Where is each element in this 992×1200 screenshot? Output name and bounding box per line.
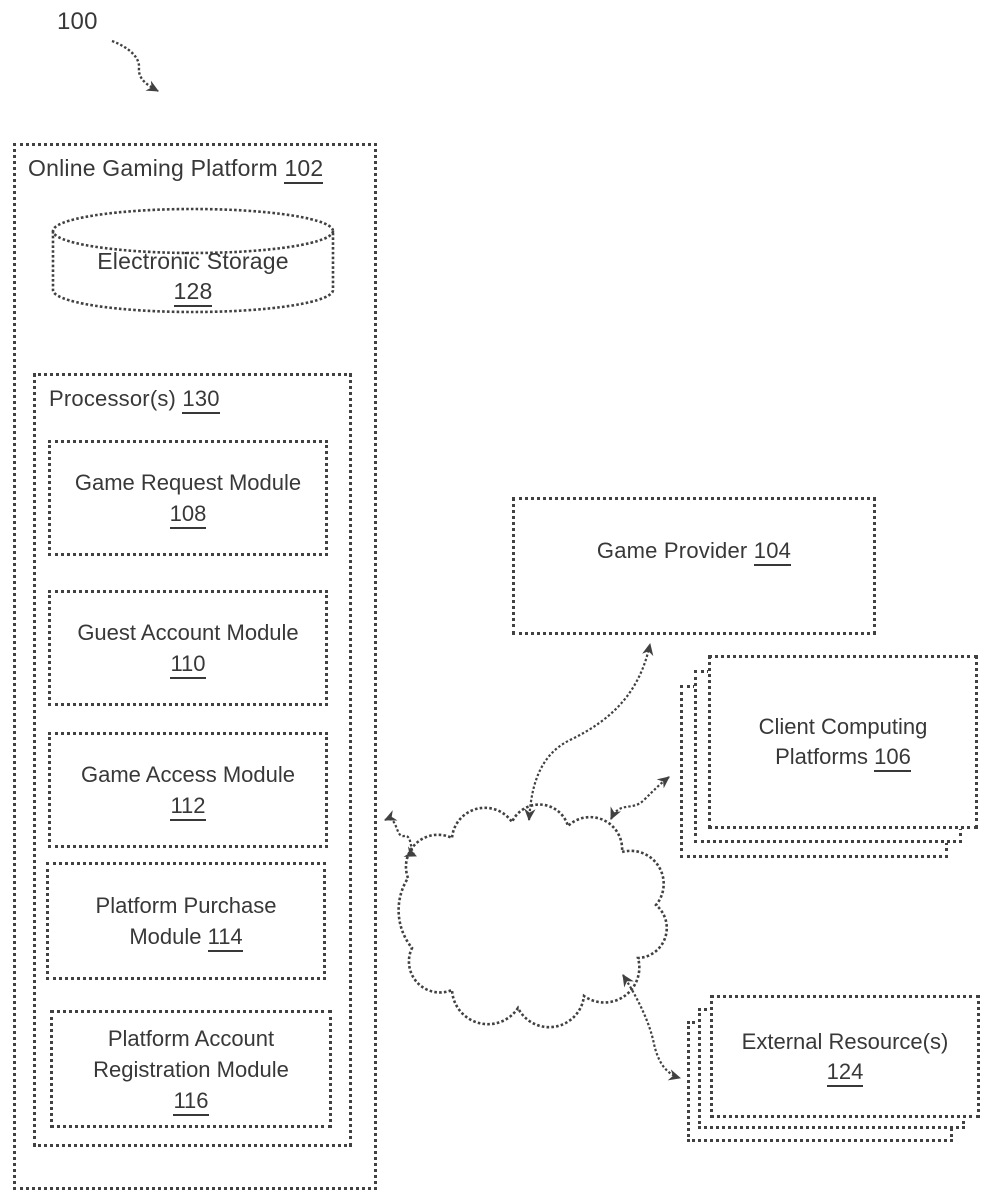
online-gaming-platform-box xyxy=(13,143,377,1190)
module-game-request-name: Game Request Module xyxy=(74,470,302,495)
network-cloud xyxy=(397,803,669,1029)
online-gaming-platform-title: Online Gaming Platform 102 xyxy=(28,153,324,184)
module-account-registration-name: Platform Account xyxy=(107,1025,275,1051)
module-box-game-access: Game Access Module 112 xyxy=(48,732,328,848)
client-platforms-stack-front: Client Computing Platforms 106 xyxy=(708,655,978,829)
client-platforms-name2: Platforms xyxy=(775,744,869,769)
module-box-game-request: Game Request Module 108 xyxy=(48,440,328,556)
game-provider-ref: 104 xyxy=(753,538,792,566)
module-platform-purchase-name2: Module xyxy=(129,924,202,949)
connector-cloud-client-platforms xyxy=(610,776,670,820)
processors-label: Processor(s) 130 xyxy=(49,384,220,414)
module-account-registration-ref: 116 xyxy=(173,1087,209,1116)
external-resources-name: External Resource(s) xyxy=(741,1028,949,1054)
client-platforms-name: Client Computing xyxy=(758,714,928,739)
game-provider-box: Game Provider 104 xyxy=(512,497,876,635)
electronic-storage-label: Electronic Storage 128 xyxy=(53,246,333,307)
connector-platform-cloud xyxy=(384,810,417,858)
game-provider-name: Game Provider xyxy=(596,538,748,563)
connector-cloud-game-provider xyxy=(524,642,654,822)
electronic-storage-name: Electronic Storage xyxy=(97,248,289,274)
connector-cloud-external-resources xyxy=(622,974,681,1081)
module-box-platform-purchase: Platform Purchase Module 114 xyxy=(46,862,326,980)
module-box-guest-account: Guest Account Module 110 xyxy=(48,590,328,706)
figure-leader-arrow xyxy=(111,39,159,93)
electronic-storage-ref: 128 xyxy=(173,278,213,307)
external-resources-ref: 124 xyxy=(826,1058,864,1087)
module-game-access-ref: 112 xyxy=(170,793,206,821)
module-account-registration-name2: Registration Module xyxy=(93,1056,289,1082)
client-platforms-ref: 106 xyxy=(874,744,911,772)
processors-ref: 130 xyxy=(182,386,220,414)
figure-ref-label: 100 xyxy=(57,8,98,35)
platform-title-text: Online Gaming Platform xyxy=(28,155,278,181)
game-provider-label: Game Provider 104 xyxy=(515,536,873,566)
processors-name: Processor(s) xyxy=(49,386,177,411)
electronic-storage-cylinder xyxy=(51,207,335,314)
module-game-request-ref: 108 xyxy=(169,501,207,529)
platform-title-ref: 102 xyxy=(284,155,324,184)
module-game-access-name: Game Access Module xyxy=(81,762,295,787)
module-box-account-registration: Platform Account Registration Module 116 xyxy=(50,1010,332,1128)
module-guest-account-name: Guest Account Module xyxy=(77,620,299,645)
module-platform-purchase-ref: 114 xyxy=(207,924,243,952)
external-resources-stack-front: External Resource(s) 124 xyxy=(710,995,980,1118)
module-guest-account-ref: 110 xyxy=(170,651,206,679)
module-platform-purchase-name: Platform Purchase xyxy=(95,893,277,918)
processors-box xyxy=(33,373,352,1147)
